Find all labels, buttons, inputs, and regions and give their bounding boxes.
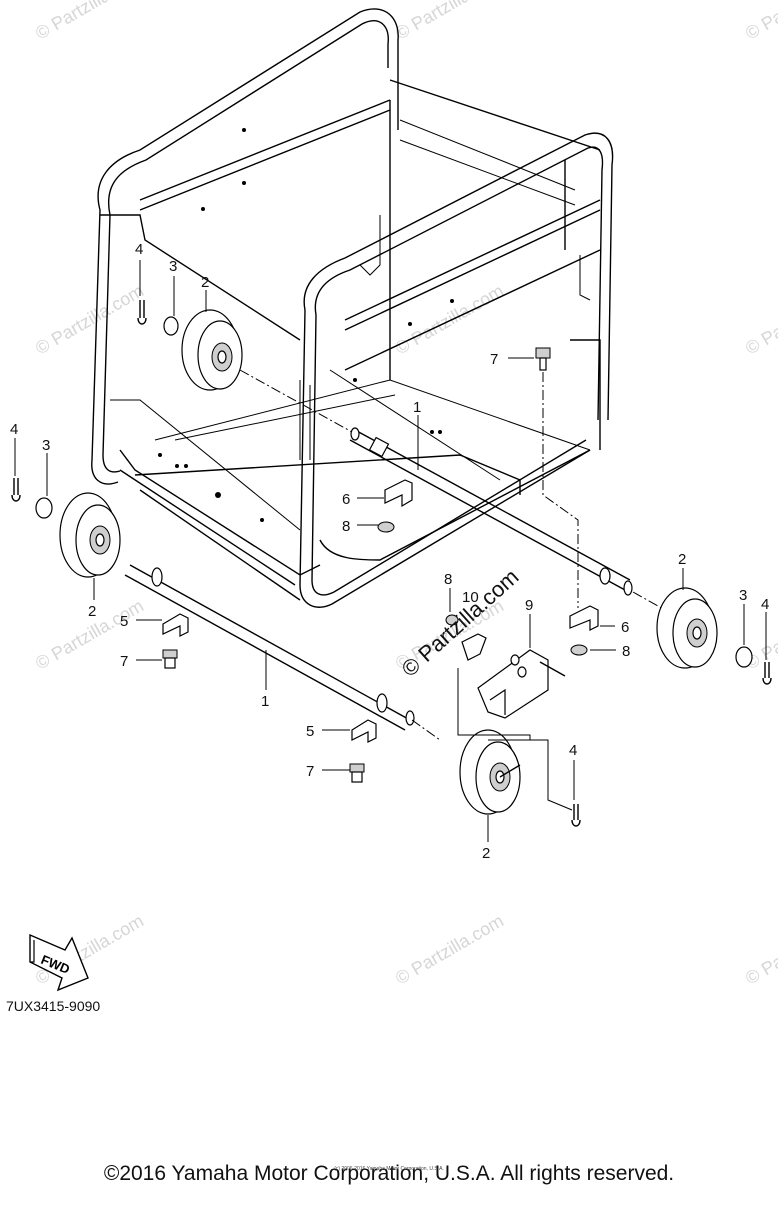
caster-bracket <box>457 633 573 811</box>
nut <box>445 614 459 626</box>
watermark: © Partzilla.com <box>392 910 507 988</box>
callout-number: 2 <box>678 551 686 568</box>
washer <box>163 316 179 336</box>
callout-number: 3 <box>739 587 747 604</box>
watermark: © Partzilla.com <box>742 0 778 43</box>
nut <box>570 644 588 656</box>
watermark: © Partzilla.com <box>32 280 147 358</box>
callout-number: 8 <box>622 643 630 660</box>
callout-number: 7 <box>120 653 128 670</box>
washer <box>735 646 753 668</box>
cotter-pin <box>137 300 147 325</box>
callout-number: 6 <box>621 619 629 636</box>
cotter-pin <box>11 478 21 502</box>
leader-lines <box>14 260 767 842</box>
nut <box>377 521 395 533</box>
bracket <box>569 605 599 631</box>
callout-number: 7 <box>306 763 314 780</box>
bracket <box>351 719 377 743</box>
generator-frame <box>91 8 614 608</box>
diagram-code: 7UX3415-9090 <box>6 998 101 1014</box>
cotter-pin <box>762 662 772 685</box>
lower-axle <box>124 564 441 741</box>
callout-labels: 4 3 2 7 1 4 3 6 8 2 8 10 9 2 3 4 5 6 7 8… <box>10 241 769 862</box>
center-watermark: © Partzilla.com <box>397 564 524 682</box>
watermark: © Partzilla.com <box>742 280 778 358</box>
fwd-arrow-icon: FWD <box>29 933 89 992</box>
callout-number: 8 <box>444 571 452 588</box>
upper-axle <box>239 369 666 611</box>
watermark: © Partzilla.com <box>742 910 778 988</box>
callout-number: 2 <box>482 845 490 862</box>
callout-number: 7 <box>490 351 498 368</box>
bolt-guide-line <box>542 372 579 608</box>
callout-number: 1 <box>261 693 269 710</box>
callout-number: 9 <box>525 597 533 614</box>
bolt <box>349 763 365 783</box>
copyright-small: (c) 2006-2016 Yamaha Motor Corporation, … <box>334 1166 444 1172</box>
callout-number: 3 <box>169 258 177 275</box>
wheel-caster <box>459 729 521 815</box>
callout-number: 6 <box>342 491 350 508</box>
callout-number: 1 <box>413 399 421 416</box>
callout-number: 4 <box>135 241 143 258</box>
watermark: © Partzilla.com <box>392 0 507 43</box>
copyright-footer: ©2016 Yamaha Motor Corporation, U.S.A. A… <box>103 1162 675 1185</box>
bolt <box>535 347 551 371</box>
callout-number: 4 <box>10 421 18 438</box>
callout-number: 2 <box>201 274 209 291</box>
callout-number: 5 <box>120 613 128 630</box>
wheel-right <box>656 587 718 669</box>
cotter-pin <box>571 804 581 827</box>
washer <box>35 497 53 519</box>
wheel-left <box>59 492 121 578</box>
callout-number: 8 <box>342 518 350 535</box>
bracket <box>384 479 413 508</box>
callout-number: 10 <box>462 589 479 606</box>
wheel-upper-left <box>181 309 243 391</box>
callout-number: 4 <box>569 742 577 759</box>
callout-number: 2 <box>88 603 96 620</box>
watermark: © Partzilla.com <box>392 280 507 358</box>
callout-number: 5 <box>306 723 314 740</box>
bracket <box>162 613 189 637</box>
callout-number: 4 <box>761 596 769 613</box>
bolt <box>162 649 178 669</box>
callout-number: 3 <box>42 437 50 454</box>
watermark: © Partzilla.com <box>32 0 147 43</box>
